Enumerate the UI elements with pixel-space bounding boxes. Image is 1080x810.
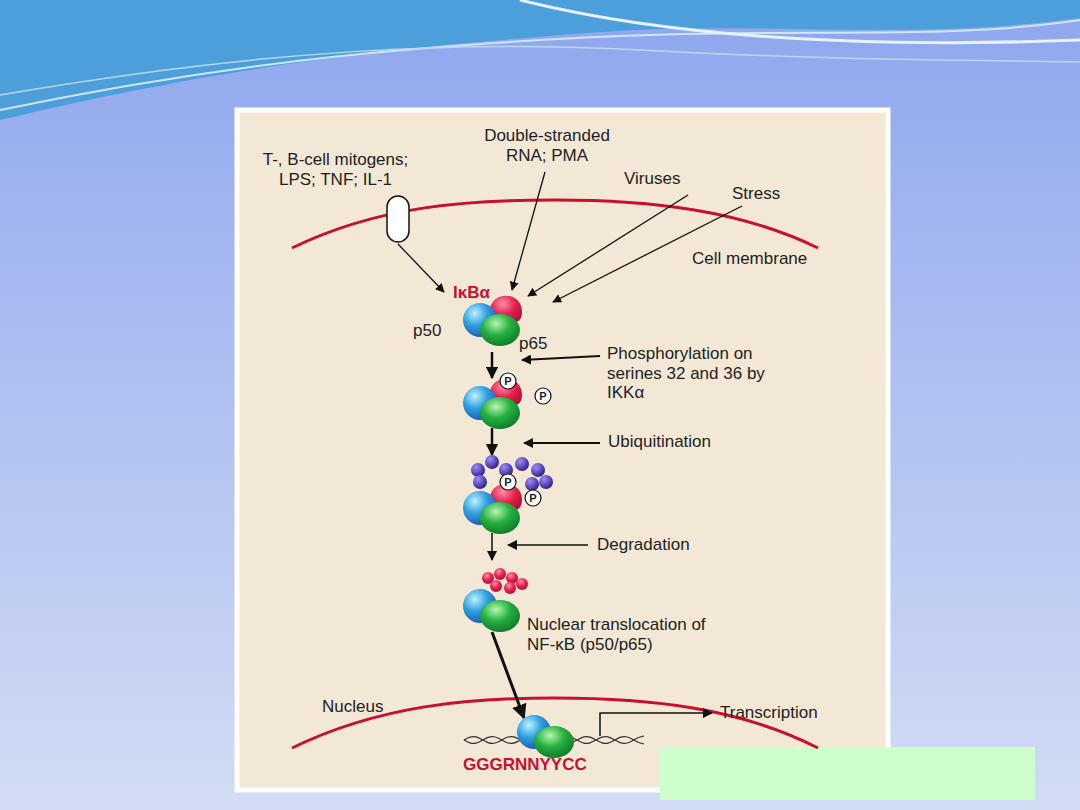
ubiquitin — [471, 463, 485, 477]
nf-kb-complex — [517, 715, 574, 758]
arrow — [600, 713, 712, 736]
figure-panel — [237, 110, 888, 790]
arrow — [398, 244, 444, 292]
nf-kb-complex — [463, 296, 522, 346]
nucleus-label: Nucleus — [322, 697, 383, 717]
subunit-name: p50 — [413, 321, 441, 341]
phosphate-circle — [525, 490, 541, 506]
p65-subunit — [480, 502, 520, 534]
degraded-fragment — [504, 582, 516, 594]
ubiquitin — [473, 475, 487, 489]
degraded-fragment — [516, 578, 528, 590]
nf-kb-complex — [463, 484, 522, 534]
step-label: Degradation — [597, 535, 690, 555]
arrow — [508, 544, 588, 546]
degraded-fragment — [506, 572, 518, 584]
phosphate-mark: P — [539, 391, 546, 402]
consensus-sequence: GGGRNNYYCC — [463, 755, 587, 775]
nf-kb-complex-node: IκBα p50 p65 — [405, 281, 555, 357]
wave-line — [0, 20, 1080, 110]
ubiquitin — [531, 463, 545, 477]
protein-name: IκBα — [453, 283, 490, 303]
arrow — [491, 428, 494, 455]
phosphate-mark: P — [504, 477, 511, 488]
p65-subunit — [480, 397, 520, 429]
ubiquitin — [525, 477, 539, 491]
arrow — [491, 352, 494, 378]
header-wave — [0, 0, 1080, 120]
arrow — [512, 172, 545, 290]
p65-subunit — [534, 726, 574, 758]
stimulus-label: T-, B-cell mitogens; LPS; TNF; IL-1 — [248, 150, 423, 189]
nf-kb-complex — [463, 589, 520, 632]
arrow — [522, 356, 600, 360]
p65-subunit — [480, 314, 520, 346]
phosphate-mark: P — [529, 493, 536, 504]
transcription-label: Transcription — [720, 703, 818, 723]
membrane-label: Cell membrane — [692, 249, 807, 269]
phosphate-circle — [535, 388, 551, 404]
ubiquitin — [485, 455, 499, 469]
arrow — [491, 533, 493, 560]
ubiquitin — [515, 457, 529, 471]
step-label: Nuclear translocation of NF-κB (p50/p65) — [527, 615, 732, 654]
green-box — [660, 747, 1035, 800]
stimulus-label: Stress — [732, 184, 780, 204]
ubiquitin — [539, 475, 553, 489]
arrow — [492, 632, 524, 718]
receptor — [387, 196, 409, 242]
phosphate-circle — [500, 474, 516, 490]
wave-line — [0, 46, 1080, 95]
stimulus-label: Viruses — [624, 169, 680, 189]
phosphate-mark: P — [504, 376, 511, 387]
step-label: Phosphorylation on serines 32 and 36 by … — [607, 344, 787, 403]
p65-subunit — [480, 600, 520, 632]
phosphate-circle — [500, 373, 516, 389]
wave-line — [520, 0, 1080, 43]
degraded-fragment — [490, 580, 502, 592]
step-label: Ubiquitination — [608, 432, 711, 452]
subunit-name: p65 — [519, 334, 547, 354]
arrow — [524, 442, 600, 444]
degraded-fragment — [494, 568, 506, 580]
stimulus-label: Double-stranded RNA; PMA — [462, 126, 632, 165]
